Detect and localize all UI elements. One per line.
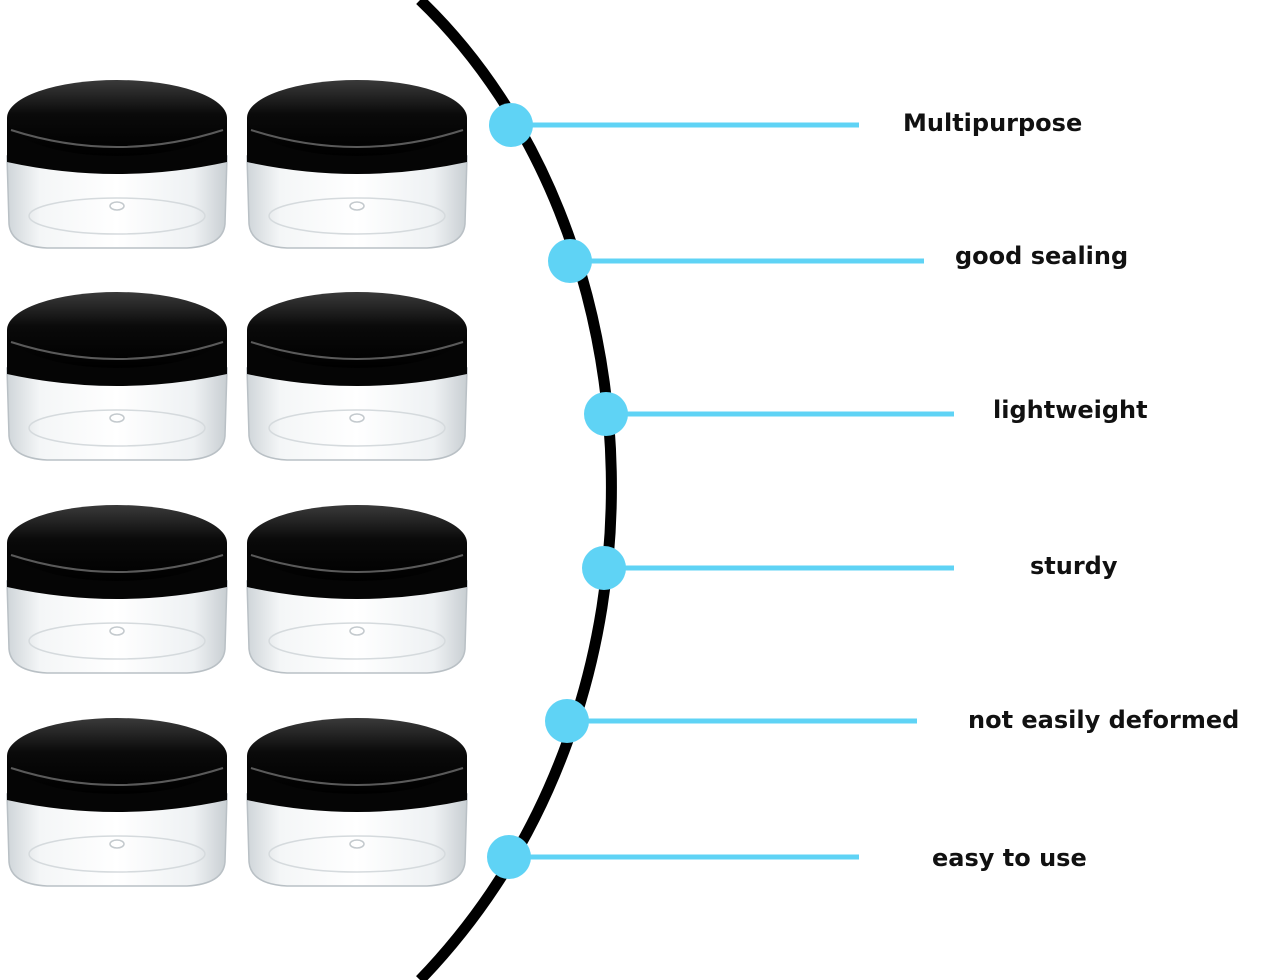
jar-6: [246, 505, 468, 674]
jar-lid-top: [7, 292, 227, 368]
connector-dot-3: [582, 546, 626, 590]
connector-dot-1: [548, 239, 592, 283]
jar-center-mark: [349, 413, 365, 423]
jar-lid-highlight: [250, 341, 464, 360]
connector-dot-2: [584, 392, 628, 436]
jar-lid-highlight: [10, 767, 224, 786]
jar-center-mark: [109, 201, 125, 211]
jar-lid-top: [7, 505, 227, 581]
feature-label-multipurpose: Multipurpose: [903, 109, 1083, 137]
jar-3: [6, 292, 228, 461]
connector-dot-4: [545, 699, 589, 743]
jar-lid-top: [247, 80, 467, 156]
jar-2: [246, 80, 468, 249]
jar-lid-highlight: [250, 129, 464, 148]
jar-base-ring: [268, 835, 446, 873]
connector-dot-0: [489, 103, 533, 147]
jar-lid-highlight: [10, 129, 224, 148]
jar-lid-top: [7, 80, 227, 156]
jar-lid-highlight: [250, 767, 464, 786]
jar-lid-top: [247, 505, 467, 581]
jar-center-mark: [109, 839, 125, 849]
jar-base-ring: [268, 197, 446, 235]
feature-label-lightweight: lightweight: [993, 396, 1148, 424]
jar-center-mark: [349, 626, 365, 636]
jar-center-mark: [109, 413, 125, 423]
jar-8: [246, 718, 468, 887]
jar-center-mark: [349, 201, 365, 211]
jar-base-ring: [28, 622, 206, 660]
feature-label-good-sealing: good sealing: [955, 242, 1129, 270]
jar-4: [246, 292, 468, 461]
jar-lid-highlight: [10, 341, 224, 360]
jar-5: [6, 505, 228, 674]
feature-connectors: [487, 103, 954, 879]
jar-center-mark: [109, 626, 125, 636]
jar-lid-highlight: [250, 554, 464, 573]
jar-base-ring: [28, 197, 206, 235]
feature-label-easy-to-use: easy to use: [932, 844, 1087, 872]
jar-base-ring: [28, 409, 206, 447]
connector-dot-5: [487, 835, 531, 879]
jar-lid-top: [7, 718, 227, 794]
jar-grid: [6, 80, 468, 887]
jar-lid-top: [247, 292, 467, 368]
jar-7: [6, 718, 228, 887]
jar-base-ring: [28, 835, 206, 873]
jar-base-ring: [268, 622, 446, 660]
jar-base-ring: [268, 409, 446, 447]
jar-lid-highlight: [10, 554, 224, 573]
jar-center-mark: [349, 839, 365, 849]
jar-lid-top: [247, 718, 467, 794]
jar-1: [6, 80, 228, 249]
feature-label-sturdy: sturdy: [1030, 552, 1118, 580]
feature-label-not-easily-deformed: not easily deformed: [968, 706, 1240, 734]
